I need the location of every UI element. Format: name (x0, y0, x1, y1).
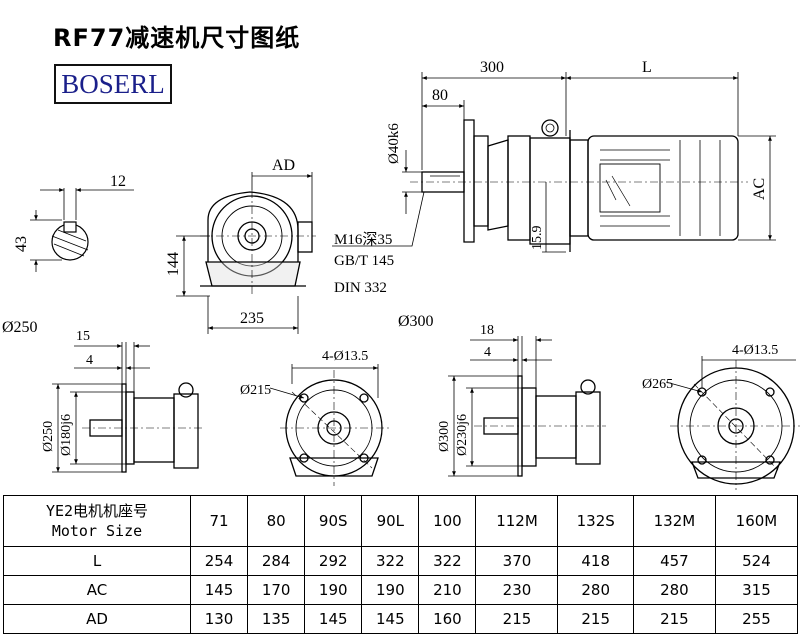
table-cell: 292 (304, 546, 363, 576)
dim-265: Ø265 (642, 377, 673, 392)
dim-15-9: 15.9 (530, 226, 545, 251)
table-cell: 145 (361, 604, 420, 634)
table-cell: 170 (247, 575, 306, 605)
motor-size-table: YE2电机机座号 Motor Size 71 80 90S 90L 100 11… (3, 495, 799, 634)
flange-250-side-view (52, 342, 204, 473)
row-label: AD (3, 604, 191, 634)
dim-ad-front: AD (272, 157, 295, 174)
table-cell: 280 (557, 575, 634, 605)
size-cell: 100 (418, 495, 477, 547)
dim-ac: AC (751, 178, 768, 200)
note-gb: GB/T 145 (334, 253, 394, 269)
dim-holes-1: 4-Ø13.5 (322, 349, 368, 364)
dim-l: L (642, 59, 652, 76)
table-row: AD 130 135 145 145 160 215 215 215 255 (3, 604, 799, 634)
side-view (332, 72, 776, 253)
table-cell: 145 (189, 575, 249, 605)
page-title: RF77减速机尺寸图纸 (53, 24, 301, 52)
size-cell: 160M (714, 495, 799, 547)
flange-250-front-view (269, 364, 390, 486)
size-cell: 90S (304, 495, 363, 547)
table-cell: 215 (632, 604, 716, 634)
table-header-row: YE2电机机座号 Motor Size 71 80 90S 90L 100 11… (3, 495, 799, 547)
dim-43: 43 (13, 236, 30, 252)
dim-235: 235 (240, 310, 264, 327)
dim-300: 300 (480, 59, 504, 76)
note-m16: M16深35 (334, 231, 392, 248)
front-view (176, 172, 316, 334)
table-row: L 254 284 292 322 322 370 418 457 524 (3, 546, 799, 576)
dim-12: 12 (110, 173, 126, 190)
flange-300-side-view (448, 336, 606, 477)
table-cell: 130 (189, 604, 249, 634)
table-cell: 215 (475, 604, 559, 634)
header-line-en: Motor Size (51, 522, 143, 540)
brand-logo-text: BOSERL (61, 69, 165, 99)
dim-holes-2: 4-Ø13.5 (732, 343, 778, 358)
dim-230j6: Ø230j6 (455, 414, 470, 456)
table-cell: 160 (418, 604, 477, 634)
table-cell: 190 (304, 575, 363, 605)
size-cell: 132S (557, 495, 634, 547)
dim-18: 18 (480, 323, 494, 338)
table-cell: 230 (475, 575, 559, 605)
dim-215: Ø215 (240, 383, 271, 398)
table-cell: 418 (557, 546, 634, 576)
table-cell: 254 (189, 546, 249, 576)
shaft-section-view (30, 188, 134, 272)
dim-80: 80 (432, 87, 448, 104)
size-cell: 132M (632, 495, 716, 547)
dim-300b: Ø300 (437, 421, 452, 452)
table-cell: 145 (304, 604, 363, 634)
table-cell: 284 (247, 546, 306, 576)
dim-144: 144 (165, 252, 182, 276)
table-cell: 280 (632, 575, 716, 605)
table-cell: 370 (475, 546, 559, 576)
table-cell: 190 (361, 575, 420, 605)
dim-15: 15 (76, 329, 90, 344)
dim-40k6: Ø40k6 (386, 123, 402, 164)
note-din: DIN 332 (334, 280, 387, 296)
table-cell: 322 (418, 546, 477, 576)
dim-180j6: Ø180j6 (59, 414, 74, 456)
table-cell: 255 (714, 604, 799, 634)
dimension-drawing: 12 43 AD 144 235 (2, 59, 800, 490)
table-row: AC 145 170 190 190 210 230 280 280 315 (3, 575, 799, 605)
row-label: L (3, 546, 191, 576)
size-cell: 112M (475, 495, 559, 547)
size-cell: 80 (247, 495, 306, 547)
row-label: AC (3, 575, 191, 605)
table-cell: 215 (557, 604, 634, 634)
table-cell: 322 (361, 546, 420, 576)
table-cell: 457 (632, 546, 716, 576)
size-cell: 90L (361, 495, 420, 547)
table-cell: 315 (714, 575, 799, 605)
flange-300-front-view (665, 356, 800, 490)
dim-4b: 4 (484, 345, 491, 360)
table-cell: 135 (247, 604, 306, 634)
table-cell: 524 (714, 546, 799, 576)
brand-logo: BOSERL (54, 64, 172, 104)
dim-4a: 4 (86, 353, 93, 368)
label-phi250: Ø250 (2, 319, 38, 336)
table-cell: 210 (418, 575, 477, 605)
header-line-cn: YE2电机机座号 (45, 502, 149, 520)
label-phi300: Ø300 (398, 313, 434, 330)
dim-250: Ø250 (41, 421, 56, 452)
table-header-label: YE2电机机座号 Motor Size (3, 495, 191, 547)
size-cell: 71 (189, 495, 249, 547)
